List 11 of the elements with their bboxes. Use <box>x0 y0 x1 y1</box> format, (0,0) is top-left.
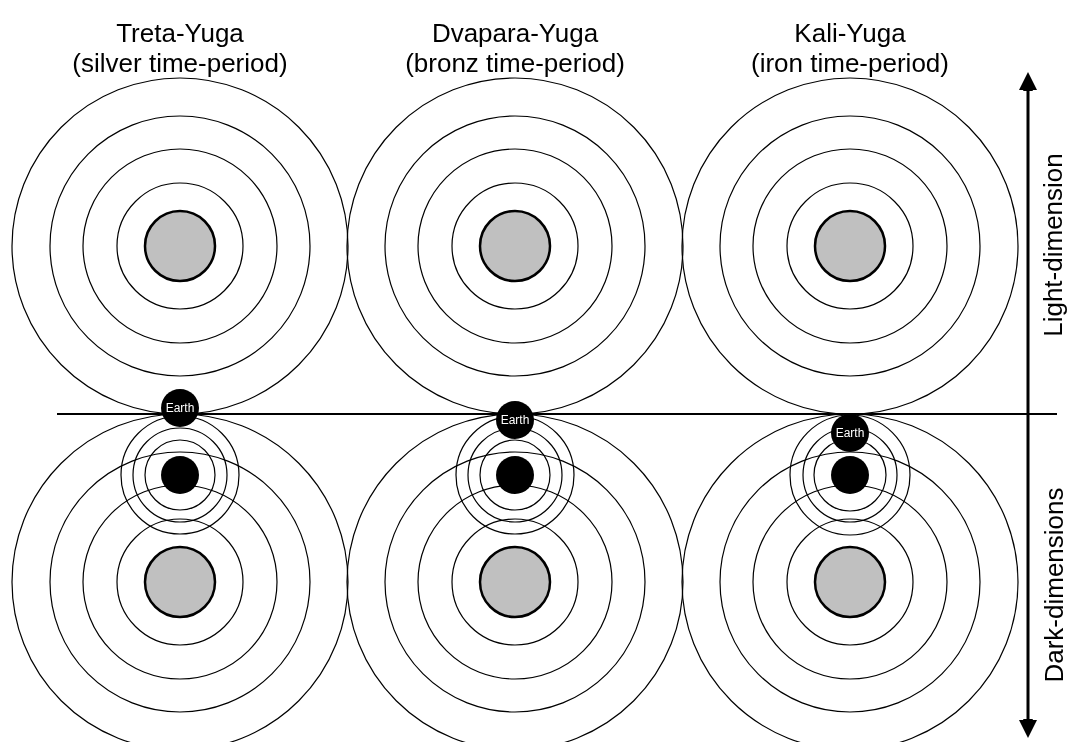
earth-label: Earth <box>165 401 195 415</box>
earth-label: Earth <box>835 426 865 440</box>
column-heading: Treta-Yuga (silver time-period) <box>71 18 289 78</box>
column-heading: Dvapara-Yuga (bronz time-period) <box>404 18 626 78</box>
earth-label: Earth <box>500 413 530 427</box>
column-heading: Kali-Yuga (iron time-period) <box>750 18 950 78</box>
earth-circle <box>831 414 869 452</box>
axis-label: Light-dimension <box>1037 153 1068 337</box>
earth-circle <box>161 389 199 427</box>
axis-label: Dark-dimensions <box>1038 487 1069 683</box>
earth-circle <box>496 401 534 439</box>
